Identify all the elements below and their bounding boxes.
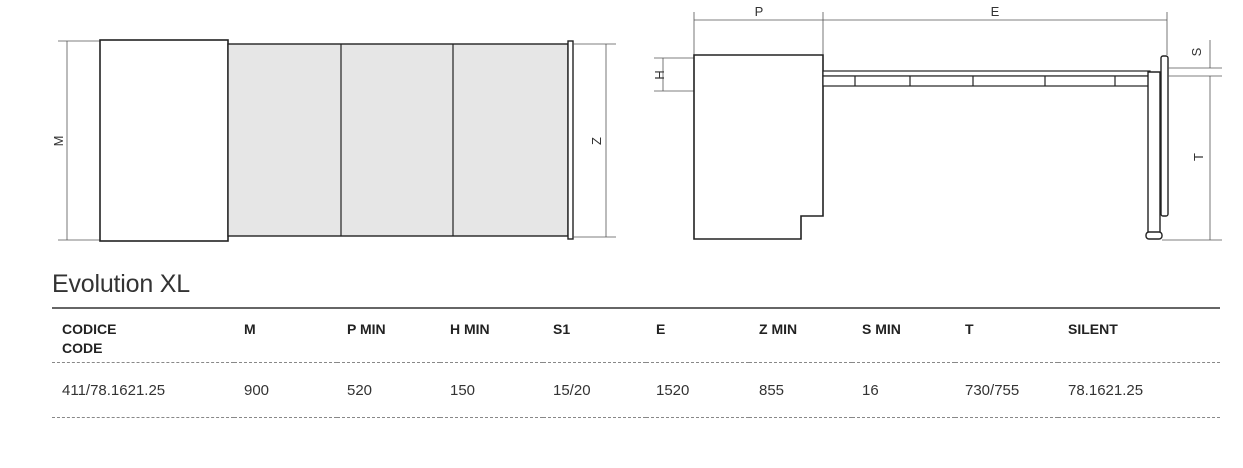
dim-label-m: M [51,136,66,147]
header-t: T [955,316,1058,363]
cell-silent: 78.1621.25 [1058,362,1220,418]
cell-p-min: 520 [337,362,440,418]
header-s1: S1 [543,316,646,363]
cell-e: 1520 [646,362,749,418]
cell-t: 730/755 [955,362,1058,418]
product-title: Evolution XL [52,270,190,298]
dim-label-e: E [991,4,1000,19]
title-rule [52,307,1220,309]
dim-label-t: T [1191,153,1206,161]
header-s-min: S MIN [852,316,955,363]
table-header-row: CODICE CODE M P MIN H MIN S1 E Z MIN S M… [52,316,1220,363]
header-code: CODICE CODE [52,316,234,363]
cell-code: 411/78.1621.25 [52,362,234,418]
side-view-drawing [654,12,1222,241]
table-row: 411/78.1621.25 900 520 150 15/20 1520 85… [52,362,1220,418]
dim-label-h: H [652,70,667,79]
cell-z-min: 855 [749,362,852,418]
cell-s-min: 16 [852,362,955,418]
header-e: E [646,316,749,363]
dim-label-z: Z [589,137,604,145]
header-h-min: H MIN [440,316,543,363]
header-m: M [234,316,337,363]
header-z-min: Z MIN [749,316,852,363]
extension-panel [227,43,569,237]
spec-table: CODICE CODE M P MIN H MIN S1 E Z MIN S M… [52,316,1220,418]
cell-s1: 15/20 [543,362,646,418]
top-view-drawing [58,39,616,242]
dim-label-p: P [755,4,764,19]
cell-h-min: 150 [440,362,543,418]
header-p-min: P MIN [337,316,440,363]
dim-label-s: S [1189,47,1204,56]
technical-drawing: M Z P E H S T [51,4,1222,242]
header-silent: SILENT [1058,316,1220,363]
cell-m: 900 [234,362,337,418]
